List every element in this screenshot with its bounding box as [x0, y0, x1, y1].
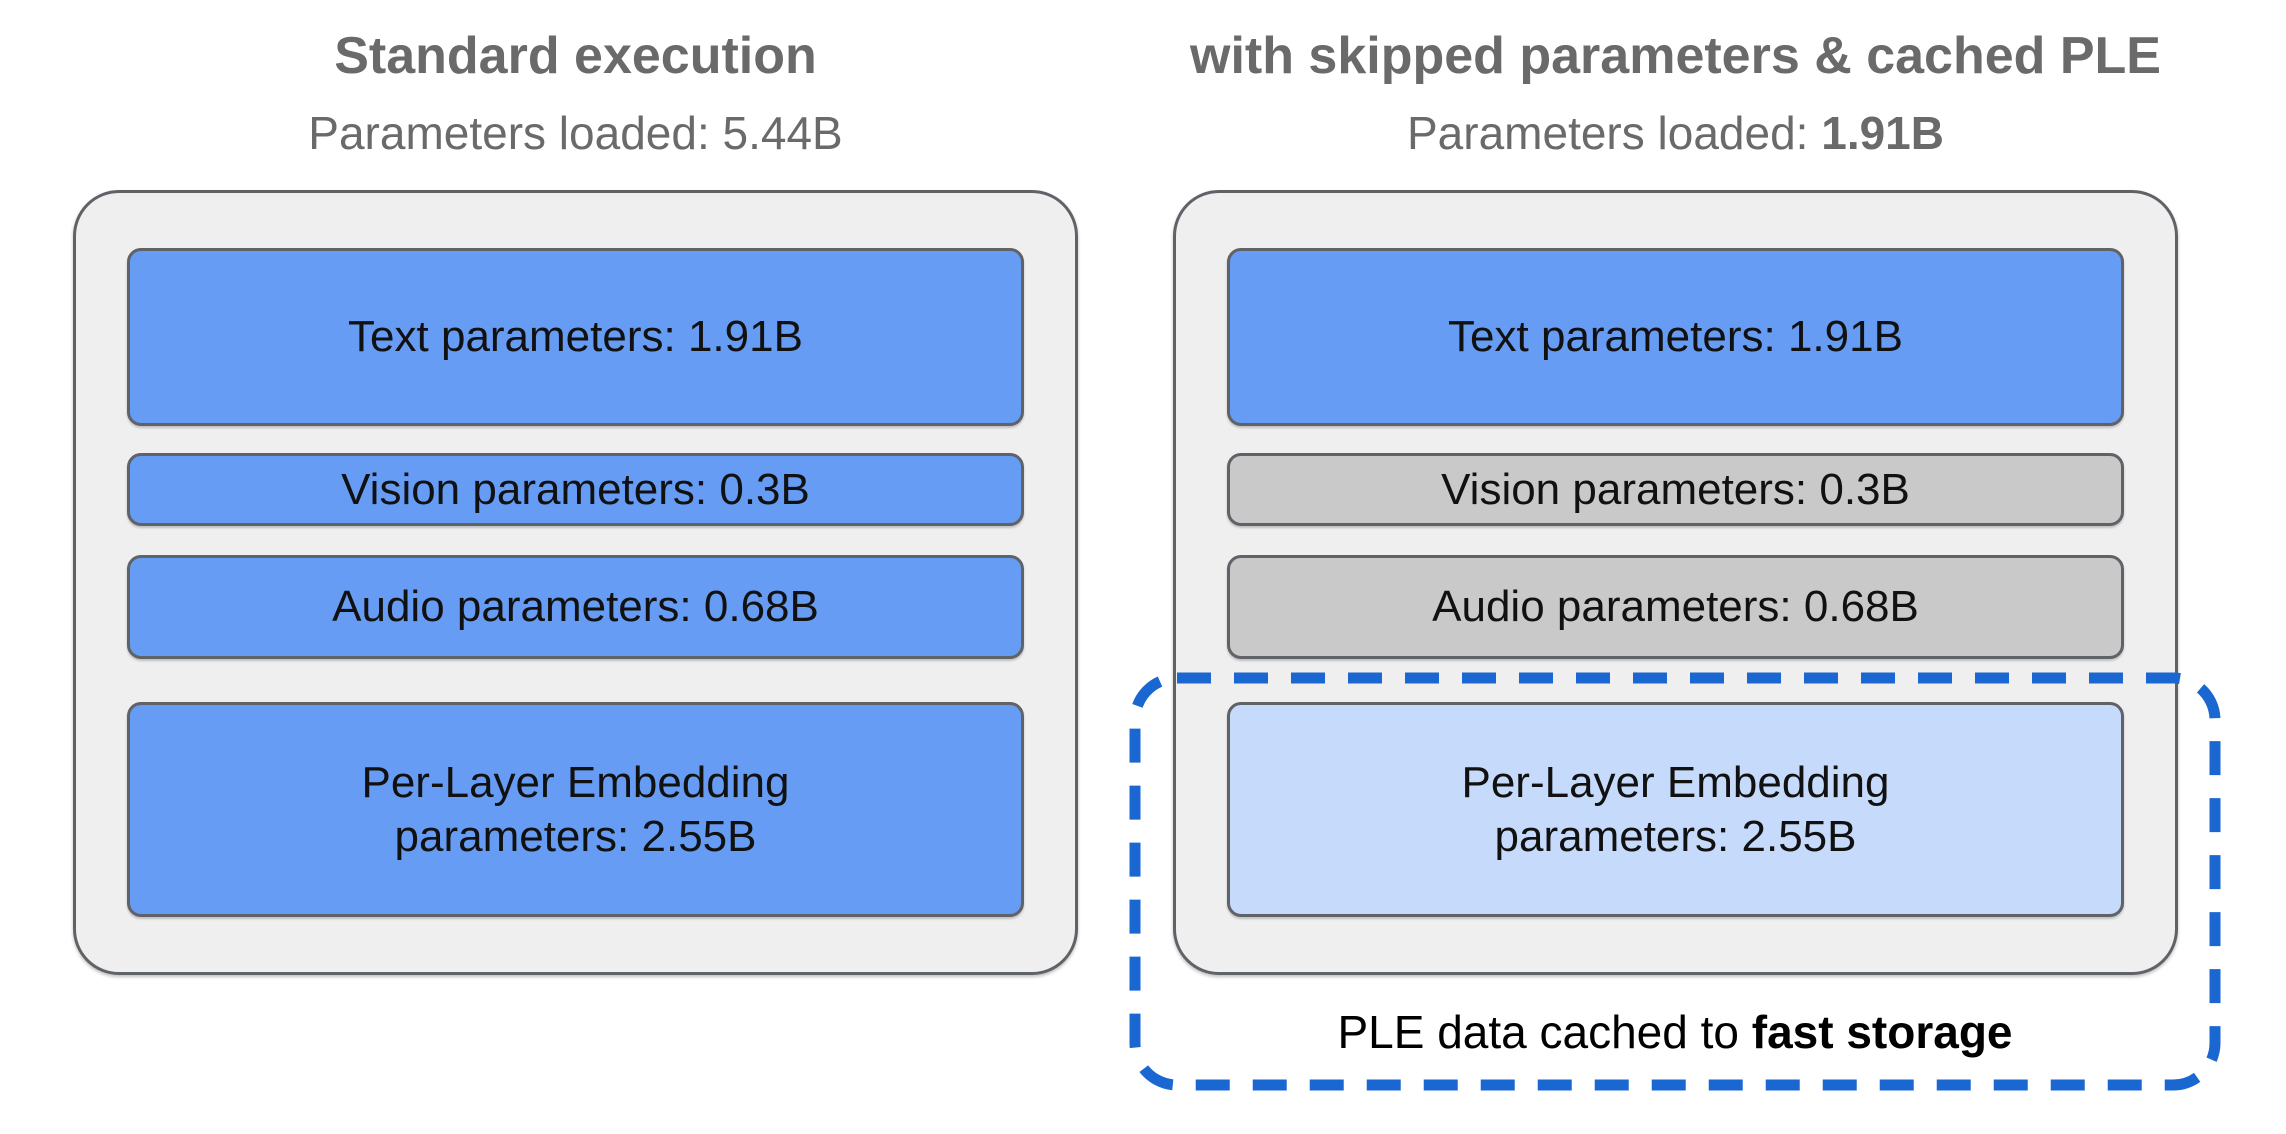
skipped-parameters-container: Text parameters: 1.91B Vision parameters…: [1173, 190, 2178, 975]
caption-bold: fast storage: [1751, 1006, 2013, 1058]
block-label: Text parameters: 1.91B: [1448, 312, 1903, 361]
block-label: Per-Layer Embedding parameters: 2.55B: [1461, 757, 1890, 861]
block-vision-parameters: Vision parameters: 0.3B: [127, 453, 1024, 526]
block-label: Vision parameters: 0.3B: [341, 464, 810, 514]
block-text-parameters: Text parameters: 1.91B: [127, 248, 1024, 426]
standard-execution-container: Text parameters: 1.91B Vision parameters…: [73, 190, 1078, 975]
block-audio-parameters: Audio parameters: 0.68B: [127, 555, 1024, 659]
block-label: Vision parameters: 0.3B: [1441, 464, 1910, 514]
block-label: Text parameters: 1.91B: [348, 312, 803, 361]
block-label: Audio parameters: 0.68B: [1432, 582, 1919, 631]
block-text-parameters: Text parameters: 1.91B: [1227, 248, 2124, 426]
block-label: Audio parameters: 0.68B: [332, 582, 819, 631]
right-column-title: with skipped parameters & cached PLE: [1190, 27, 2161, 85]
left-column-subtitle: Parameters loaded: 5.44B: [308, 107, 843, 159]
right-column-subtitle: Parameters loaded: 1.91B: [1173, 106, 2178, 160]
left-column-title: Standard execution: [334, 27, 817, 85]
block-audio-parameters-skipped: Audio parameters: 0.68B: [1227, 555, 2124, 659]
block-per-layer-embedding: Per-Layer Embedding parameters: 2.55B: [127, 702, 1024, 917]
caption-prefix: PLE data cached to: [1337, 1006, 1752, 1058]
block-vision-parameters-skipped: Vision parameters: 0.3B: [1227, 453, 2124, 526]
ple-cache-caption: PLE data cached to fast storage: [1135, 1005, 2215, 1059]
right-subtitle-value: 1.91B: [1821, 107, 1944, 159]
block-per-layer-embedding-cached: Per-Layer Embedding parameters: 2.55B: [1227, 702, 2124, 917]
right-subtitle-prefix: Parameters loaded:: [1407, 107, 1822, 159]
block-label: Per-Layer Embedding parameters: 2.55B: [361, 757, 790, 861]
